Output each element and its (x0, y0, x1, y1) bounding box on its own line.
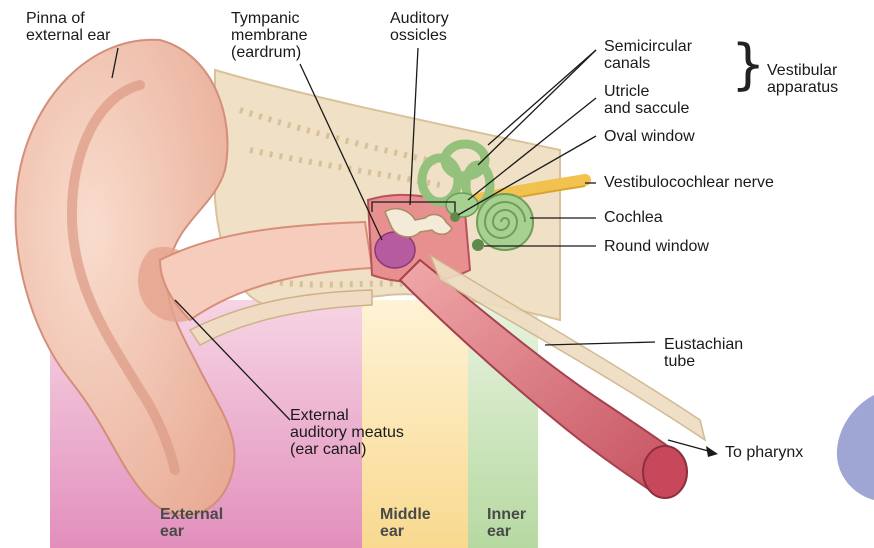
edge-shadow (837, 395, 874, 500)
label-semicircular-canals: Semicircularcanals (604, 38, 692, 72)
round-window-shape (472, 239, 484, 251)
tube-opening (643, 446, 687, 498)
vestibular-brace: } (731, 38, 765, 92)
label-pinna: Pinna ofexternal ear (26, 10, 111, 44)
label-cochlea: Cochlea (604, 209, 663, 226)
label-eustachian-tube: Eustachiantube (664, 336, 743, 370)
label-external-auditory-meatus: Externalauditory meatus(ear canal) (290, 407, 404, 458)
label-tympanic-membrane: Tympanicmembrane(eardrum) (231, 10, 307, 61)
label-to-pharynx: To pharynx (725, 444, 803, 461)
oval-window-shape (450, 212, 460, 222)
zone-label-middle-ear: Middleear (380, 506, 431, 540)
label-utricle-saccule: Utricleand saccule (604, 83, 689, 117)
zone-label-inner-ear: Innerear (487, 506, 526, 540)
label-round-window: Round window (604, 238, 709, 255)
label-vestibular-apparatus: Vestibularapparatus (767, 62, 838, 96)
zone-label-external-ear: Externalear (160, 506, 223, 540)
cochlea-shape (477, 194, 533, 250)
pharynx-arrowhead (706, 446, 718, 457)
label-oval-window: Oval window (604, 128, 695, 145)
label-vestibulocochlear-nerve: Vestibulocochlear nerve (604, 174, 774, 191)
label-auditory-ossicles: Auditoryossicles (390, 10, 449, 44)
